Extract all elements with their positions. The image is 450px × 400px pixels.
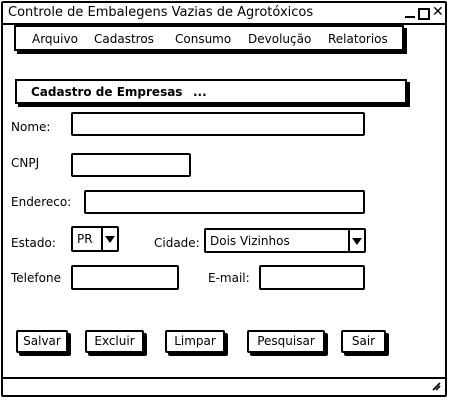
section-header: Cadastro de Empresas ... [15,79,407,104]
minimize-icon[interactable] [405,4,417,20]
endereco-label: Endereco: [11,195,72,209]
menu-item-relatorios[interactable]: Relatorios [328,32,388,46]
estado-select[interactable]: PR [71,226,119,252]
cnpj-input[interactable] [71,153,191,177]
section-ellipsis: ... [193,85,207,99]
cidade-label: Cidade: [154,236,200,250]
menu-item-devolucao[interactable]: Devolução [248,32,312,46]
cidade-value: Dois Vizinhos [210,234,290,248]
email-label: E-mail: [208,271,250,285]
resize-grip-icon[interactable] [431,381,441,391]
sair-button[interactable]: Sair [341,330,386,353]
endereco-input[interactable] [84,190,365,214]
nome-label: Nome: [11,120,51,134]
salvar-button[interactable]: Salvar [16,330,68,353]
window-title: Controle de Embalegens Vazias de Agrotóx… [8,5,314,20]
section-title: Cadastro de Empresas [31,85,183,99]
maximize-icon[interactable] [418,8,430,20]
menu-bar: Arquivo Cadastros Consumo Devolução Rela… [14,25,404,51]
limpar-button[interactable]: Limpar [165,330,225,353]
pesquisar-button[interactable]: Pesquisar [247,330,325,353]
excluir-button[interactable]: Excluir [85,330,144,353]
menu-item-consumo[interactable]: Consumo [175,32,232,46]
cidade-select[interactable]: Dois Vizinhos [204,228,366,253]
menu-item-arquivo[interactable]: Arquivo [32,32,78,46]
telefone-label: Telefone [11,271,61,285]
chevron-down-icon[interactable] [348,230,364,251]
title-bar: Controle de Embalegens Vazias de Agrotóx… [3,3,445,25]
close-icon[interactable]: ✕ [432,4,444,20]
cnpj-label: CNPJ [11,156,40,170]
menu-item-cadastros[interactable]: Cadastros [94,32,154,46]
estado-value: PR [77,232,93,246]
estado-label: Estado: [11,236,56,250]
telefone-input[interactable] [71,265,179,290]
chevron-down-icon[interactable] [101,228,117,250]
status-bar [3,377,445,395]
nome-input[interactable] [71,112,365,136]
email-input[interactable] [259,265,365,290]
